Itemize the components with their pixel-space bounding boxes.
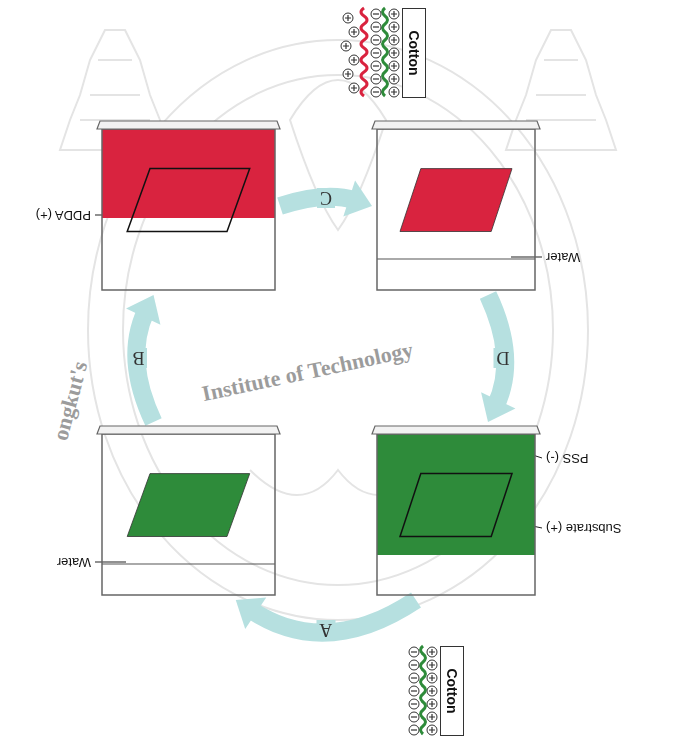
water-level	[377, 259, 535, 260]
water-level	[102, 564, 275, 565]
charge-layer	[409, 646, 437, 735]
process-arrow	[481, 295, 515, 422]
solution-label: Water	[57, 554, 91, 570]
solution-label: Water	[546, 249, 580, 265]
beaker-outline	[102, 434, 275, 595]
process-arrow	[280, 180, 372, 216]
solution	[377, 434, 535, 555]
watermark-text: Institute of Technology	[200, 338, 415, 406]
step-letter: C	[317, 189, 335, 209]
solution-label: PDDA (+)	[36, 207, 91, 223]
beaker-drawing	[376, 426, 536, 596]
beaker: PDDA (+)	[101, 121, 276, 291]
process-arrow	[126, 295, 160, 422]
step-letter: D	[494, 349, 513, 369]
cotton-fabric: Cotton	[402, 8, 426, 98]
substrate	[400, 474, 512, 537]
beaker-drawing	[376, 121, 536, 291]
arrow-head	[236, 597, 267, 629]
beaker-outline	[102, 129, 275, 290]
step-letter: B	[129, 349, 147, 369]
beaker-drawing	[101, 426, 276, 596]
beaker-base	[97, 121, 280, 129]
beaker: Substrate (+)PSS (-)	[376, 426, 536, 596]
beaker-base	[372, 426, 540, 434]
beaker-base	[372, 121, 540, 129]
watermark-text: ongkut's	[48, 359, 92, 443]
arrow-head	[126, 295, 160, 325]
leader-line	[95, 215, 542, 562]
seal-ornament	[60, 30, 616, 620]
solution-label: Substrate (+)	[546, 520, 622, 536]
fabric-label: Cotton	[444, 669, 460, 714]
beaker: Water	[376, 121, 536, 291]
cotton-fabric: Cotton	[440, 646, 464, 736]
fabric-label: Cotton	[406, 31, 422, 76]
beaker-base	[97, 426, 280, 434]
beaker-outline	[377, 434, 535, 595]
beaker: Water	[101, 426, 276, 596]
arrow-head	[481, 392, 515, 422]
solution	[102, 129, 275, 218]
substrate	[400, 169, 512, 232]
solution-label: PSS (-)	[546, 450, 589, 466]
step-letter: A	[316, 620, 335, 640]
substrate	[127, 169, 250, 232]
substrate	[127, 474, 250, 537]
beaker-drawing	[101, 121, 276, 291]
arrow-head	[343, 180, 372, 216]
charge-layer	[341, 8, 399, 97]
beaker-outline	[377, 129, 535, 290]
